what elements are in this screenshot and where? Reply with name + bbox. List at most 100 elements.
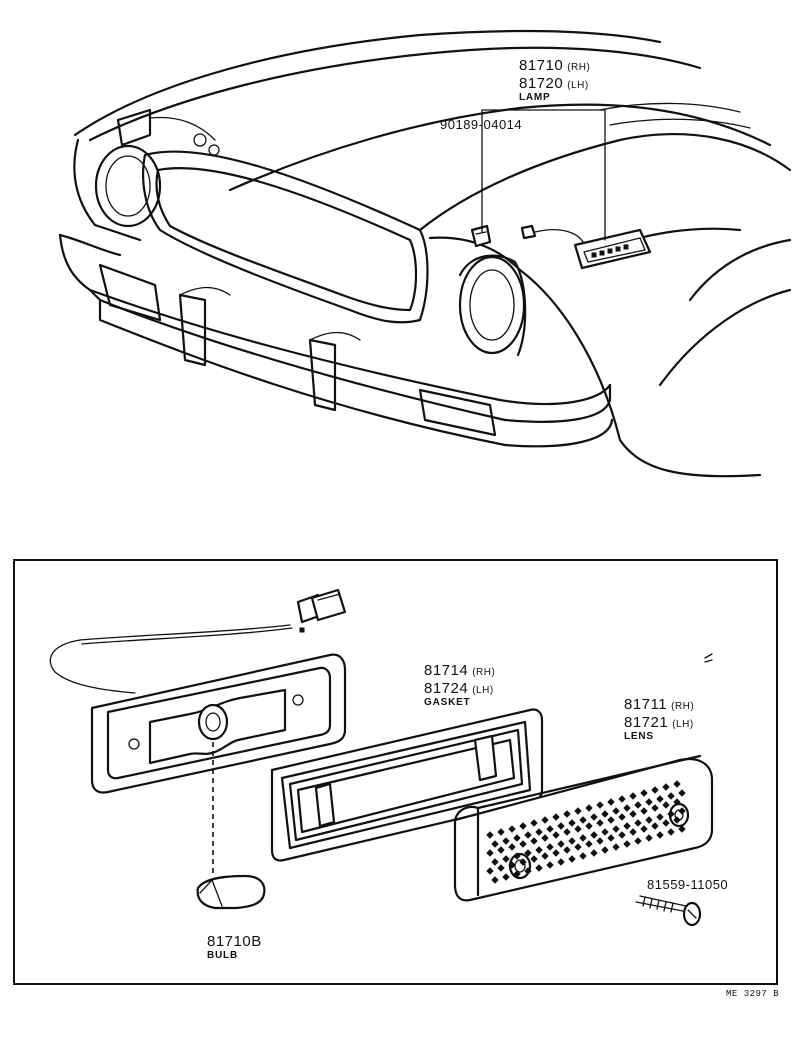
lens-texture-diamond bbox=[607, 798, 615, 806]
lens-texture-diamond bbox=[623, 804, 631, 812]
lens-texture-diamond bbox=[651, 822, 659, 830]
lens-texture-diamond bbox=[552, 831, 560, 839]
lens-texture-diamond bbox=[563, 846, 571, 854]
lens-texture-diamond bbox=[612, 843, 620, 851]
lens-texture-diamond bbox=[601, 810, 609, 818]
lens-texture-diamond bbox=[513, 852, 521, 860]
lens-texture-diamond bbox=[667, 792, 675, 800]
lens-texture-diamond bbox=[579, 816, 587, 824]
bulb-callout: 81710B BULB bbox=[207, 934, 262, 961]
lens-callout: 81711(RH) 81721(LH) LENS bbox=[624, 697, 694, 742]
lens-texture-diamond bbox=[634, 819, 642, 827]
lens-texture-diamond bbox=[651, 804, 659, 812]
lamp-part-lh: 81720 bbox=[519, 75, 564, 92]
connector-part: 90189-04014 bbox=[440, 117, 523, 132]
gasket-tag-lh: (LH) bbox=[472, 685, 494, 696]
lens-texture-diamond bbox=[618, 831, 626, 839]
lens-texture-diamond bbox=[535, 846, 543, 854]
lens-texture-diamond bbox=[607, 834, 615, 842]
lens-texture-diamond bbox=[656, 813, 664, 821]
lens-texture-diamond bbox=[535, 864, 543, 872]
lens-texture-diamond bbox=[579, 852, 587, 860]
lens-texture-diamond bbox=[673, 816, 681, 824]
figure-reference: ME 3297 B bbox=[726, 989, 780, 999]
lens-texture-diamond bbox=[585, 804, 593, 812]
lens-texture-diamond bbox=[557, 822, 565, 830]
lens-texture-diamond bbox=[508, 843, 516, 851]
lens-texture-diamond bbox=[502, 873, 510, 881]
lens-texture-diamond bbox=[524, 831, 532, 839]
lens-texture-diamond bbox=[612, 825, 620, 833]
lens-texture-diamond bbox=[667, 810, 675, 818]
gasket-tag-rh: (RH) bbox=[472, 667, 496, 678]
lamp-callout: 81710(RH) 81720(LH) LAMP bbox=[519, 58, 590, 103]
lens-texture-diamond bbox=[530, 837, 538, 845]
lens-texture-diamond bbox=[640, 807, 648, 815]
bulb-part: 81710B bbox=[207, 933, 262, 950]
lens-texture-diamond bbox=[645, 834, 653, 842]
lens-texture-diamond bbox=[673, 780, 681, 788]
lens-texture-diamond bbox=[579, 834, 587, 842]
lens-texture-diamond bbox=[678, 825, 686, 833]
lens-texture-diamond bbox=[596, 837, 604, 845]
lens-texture-diamond bbox=[535, 828, 543, 836]
lens-texture-diamond bbox=[519, 858, 527, 866]
lens-texture-diamond bbox=[645, 798, 653, 806]
gasket-part-rh: 81714 bbox=[424, 662, 469, 679]
lens-texture-diamond bbox=[645, 816, 653, 824]
lens-texture-diamond bbox=[634, 801, 642, 809]
lens-texture-diamond bbox=[574, 825, 582, 833]
lens-texture-diamond bbox=[618, 813, 626, 821]
lens-texture-diamond bbox=[618, 795, 626, 803]
lens-texture-diamond bbox=[491, 840, 499, 848]
lens-texture-diamond bbox=[585, 822, 593, 830]
lens-part-rh: 81711 bbox=[624, 696, 668, 713]
lens-texture-diamond bbox=[601, 828, 609, 836]
lens-texture-diamond bbox=[667, 828, 675, 836]
lens-texture-diamond bbox=[629, 810, 637, 818]
lens-texture-diamond bbox=[607, 816, 615, 824]
lens-texture-diamond bbox=[629, 792, 637, 800]
lens-texture-diamond bbox=[678, 789, 686, 797]
lens-texture-diamond bbox=[552, 849, 560, 857]
lens-texture-diamond bbox=[590, 831, 598, 839]
lens-texture-diamond bbox=[524, 867, 532, 875]
lens-texture-diamond bbox=[596, 819, 604, 827]
lens-texture-diamond bbox=[623, 840, 631, 848]
lens-texture-diamond bbox=[502, 855, 510, 863]
lens-texture-diamond bbox=[563, 810, 571, 818]
lens-texture-diamond bbox=[541, 834, 549, 842]
lens-texture-diamond bbox=[497, 864, 505, 872]
lens-texture-diamond bbox=[497, 828, 505, 836]
lens-texture-diamond bbox=[673, 798, 681, 806]
lens-texture-diamond bbox=[508, 861, 516, 869]
lens-texture-diamond bbox=[546, 843, 554, 851]
lens-tag-lh: (LH) bbox=[672, 719, 694, 730]
lens-texture-diamond bbox=[640, 825, 648, 833]
lens-name: LENS bbox=[624, 731, 654, 742]
lens-texture-diamond bbox=[596, 801, 604, 809]
lens-texture-diamond bbox=[563, 828, 571, 836]
lens-texture-diamond bbox=[629, 828, 637, 836]
lens-texture-diamond bbox=[662, 819, 670, 827]
lens-texture-diamond bbox=[574, 807, 582, 815]
lens-tag-rh: (RH) bbox=[671, 701, 695, 712]
lens-texture-diamond bbox=[612, 807, 620, 815]
lens-texture-diamond bbox=[623, 822, 631, 830]
lens-texture-diamond bbox=[634, 837, 642, 845]
lens-texture-diamond bbox=[519, 840, 527, 848]
lens-texture-diamond bbox=[568, 855, 576, 863]
lamp-tag-rh: (RH) bbox=[567, 62, 591, 73]
gasket-part-lh: 81724 bbox=[424, 680, 469, 697]
lens-texture-diamond bbox=[557, 840, 565, 848]
lens-texture-diamond bbox=[656, 831, 664, 839]
bulb-name: BULB bbox=[207, 950, 238, 961]
exploded-view-frame bbox=[13, 559, 778, 985]
lens-texture-diamond bbox=[601, 846, 609, 854]
lens-texture-diamond bbox=[574, 843, 582, 851]
lens-texture-diamond bbox=[486, 867, 494, 875]
lens-texture-diamond bbox=[491, 858, 499, 866]
lamp-part-rh: 81710 bbox=[519, 57, 564, 74]
